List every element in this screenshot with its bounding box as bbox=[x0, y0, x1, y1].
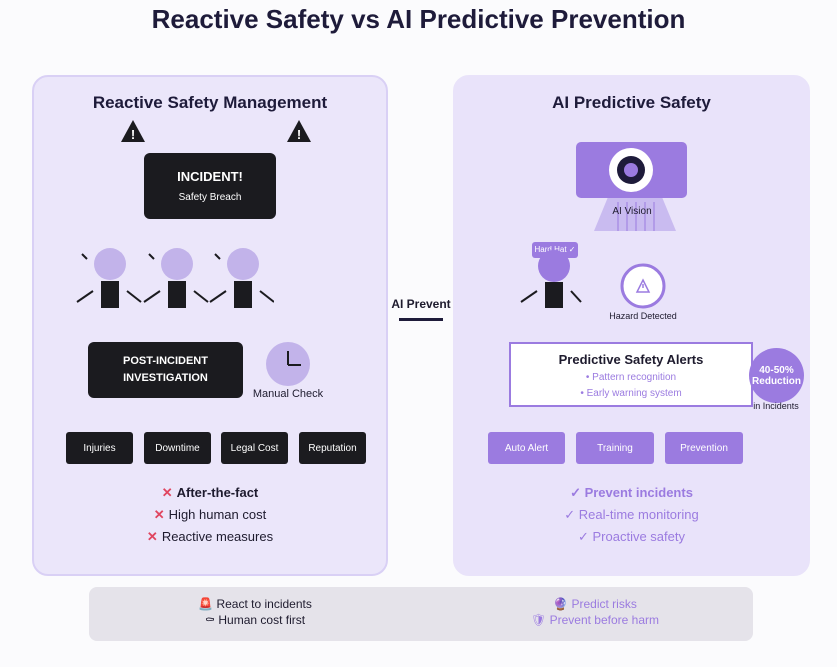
workers-illustration bbox=[76, 248, 274, 308]
post-incident-line1: POST-INCIDENT bbox=[123, 355, 208, 367]
warning-icon: ! bbox=[287, 120, 311, 142]
auto-alert-button[interactable]: Auto Alert bbox=[488, 432, 565, 464]
clock-label: Manual Check bbox=[252, 388, 324, 400]
ai-prevent-label: AI Prevent bbox=[391, 297, 451, 311]
shield-icon: 🛡 bbox=[531, 613, 547, 627]
post-incident-box: POST-INCIDENT INVESTIGATION bbox=[88, 342, 243, 398]
transition-arrow bbox=[399, 318, 443, 321]
svg-text:!: ! bbox=[131, 127, 135, 142]
cost-injuries: Injuries bbox=[66, 432, 133, 464]
warning-icon: ! bbox=[121, 120, 145, 142]
cross-icon: ✕ bbox=[146, 529, 158, 544]
reactive-point: ✕After-the-fact bbox=[161, 485, 259, 500]
reduction-text: Reduction bbox=[752, 375, 801, 387]
summary-left: 🚨 React to incidents ⚰ Human cost first bbox=[150, 596, 360, 628]
coffin-icon: ⚰ bbox=[204, 613, 216, 627]
incident-subtitle: Safety Breach bbox=[178, 192, 242, 203]
hazard-icon bbox=[620, 263, 666, 309]
predictive-point: ✓ Prevent incidents bbox=[570, 485, 693, 500]
reduction-value: 40-50% bbox=[759, 364, 794, 376]
alerts-item: • Early warning system bbox=[580, 388, 682, 399]
crystal-ball-icon: 🔮 bbox=[553, 597, 569, 611]
worker-figure bbox=[209, 248, 274, 308]
worker-figure bbox=[76, 248, 142, 308]
cost-downtime: Downtime bbox=[144, 432, 211, 464]
summary-left-line2: Human cost first bbox=[218, 613, 306, 627]
reduction-badge: 40-50% Reduction bbox=[749, 348, 804, 403]
reactive-point: ✕Reactive measures bbox=[146, 529, 274, 544]
summary-right-line1: Predict risks bbox=[571, 597, 637, 611]
training-button[interactable]: Training bbox=[576, 432, 654, 464]
ai-vision-label: AI Vision bbox=[612, 206, 652, 217]
cost-reputation: Reputation bbox=[299, 432, 366, 464]
summary-right: 🔮 Predict risks 🛡 Prevent before harm bbox=[490, 596, 700, 628]
cross-icon: ✕ bbox=[161, 485, 173, 500]
predictive-points: ✓ Prevent incidents ✓ Real-time monitori… bbox=[453, 482, 810, 548]
svg-text:!: ! bbox=[297, 127, 301, 142]
reactive-point: ✕High human cost bbox=[153, 507, 267, 522]
reduction-caption: in Incidents bbox=[753, 401, 799, 411]
incident-box: INCIDENT! Safety Breach bbox=[144, 153, 276, 219]
predictive-point: ✓ Proactive safety bbox=[578, 529, 685, 544]
reactive-panel-title: Reactive Safety Management bbox=[92, 93, 328, 112]
predictive-alerts-box: Predictive Safety Alerts • Pattern recog… bbox=[509, 342, 753, 407]
incident-title: INCIDENT! bbox=[177, 169, 243, 184]
cost-legal: Legal Cost bbox=[221, 432, 288, 464]
alerts-item: • Pattern recognition bbox=[585, 372, 677, 383]
clock-icon bbox=[266, 342, 310, 386]
prevention-button[interactable]: Prevention bbox=[665, 432, 743, 464]
post-incident-line2: INVESTIGATION bbox=[123, 372, 208, 384]
camera-icon bbox=[576, 142, 687, 231]
predictive-point: ✓ Real-time monitoring bbox=[564, 507, 699, 522]
cross-icon: ✕ bbox=[153, 507, 165, 522]
reactive-points: ✕After-the-fact ✕High human cost ✕Reacti… bbox=[32, 482, 388, 548]
worker-figure bbox=[143, 248, 209, 308]
protected-worker-figure bbox=[520, 250, 582, 308]
alerts-title: Predictive Safety Alerts bbox=[558, 352, 704, 367]
summary-bar bbox=[89, 587, 753, 641]
summary-right-line2: Prevent before harm bbox=[549, 613, 659, 627]
hazard-label: Hazard Detected bbox=[609, 311, 677, 321]
summary-left-line1: React to incidents bbox=[216, 597, 312, 611]
predictive-panel-title: AI Predictive Safety bbox=[552, 93, 711, 112]
siren-icon: 🚨 bbox=[198, 597, 214, 611]
page-title: Reactive Safety vs AI Predictive Prevent… bbox=[151, 4, 686, 34]
